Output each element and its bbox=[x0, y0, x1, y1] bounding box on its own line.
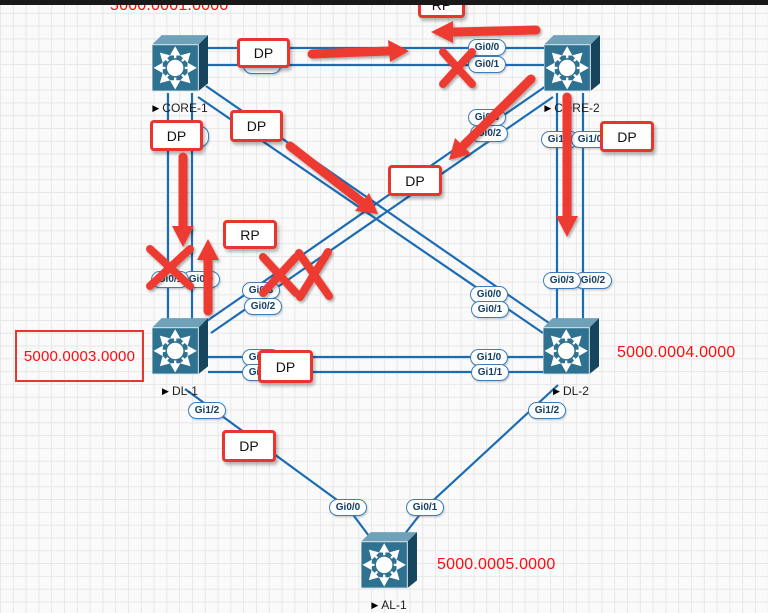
stp-label-rp[interactable]: RP bbox=[223, 220, 277, 249]
interface-label-dl2-gi01[interactable]: Gi0/1 bbox=[471, 301, 509, 318]
arrow-down-icon bbox=[172, 152, 194, 247]
node-label[interactable]: ▶AL-1 bbox=[371, 598, 407, 612]
interface-label-core2-gi00[interactable]: Gi0/0 bbox=[468, 39, 506, 56]
node-al-1[interactable]: ▶AL-1 bbox=[360, 532, 417, 612]
x-mark-icon bbox=[295, 248, 333, 301]
interface-label-al1-gi00[interactable]: Gi0/0 bbox=[329, 499, 367, 516]
play-marker-icon: ▶ bbox=[371, 599, 379, 610]
node-label[interactable]: ▶CORE-2 bbox=[544, 101, 600, 115]
arrow-right-icon bbox=[307, 40, 409, 62]
interface-label-dl1-gi12[interactable]: Gi1/2 bbox=[188, 402, 226, 419]
interface-label-dl2-gi03[interactable]: Gi0/3 bbox=[543, 272, 581, 289]
stp-label-dp[interactable]: DP bbox=[237, 38, 290, 68]
arrow-down-icon bbox=[556, 92, 578, 237]
node-dl-2[interactable]: ▶DL-2 bbox=[542, 318, 599, 398]
interface-label-core2-gi01[interactable]: Gi0/1 bbox=[468, 56, 506, 73]
mac-label-dl-1-box[interactable]: 5000.0003.0000 bbox=[15, 330, 144, 382]
interface-label-dl1-gi02[interactable]: Gi0/2 bbox=[244, 298, 282, 315]
play-marker-icon: ▶ bbox=[544, 102, 552, 113]
interface-label-core2-gi02[interactable]: Gi0/2 bbox=[470, 125, 508, 142]
play-marker-icon: ▶ bbox=[162, 385, 169, 396]
multilayer-switch-icon bbox=[543, 35, 600, 92]
top-edge-bar bbox=[0, 0, 768, 5]
multilayer-switch-icon bbox=[151, 35, 208, 92]
play-marker-icon: ▶ bbox=[152, 102, 160, 113]
node-core-1[interactable]: ▶CORE-1 bbox=[151, 35, 208, 115]
stp-label-dp[interactable]: DP bbox=[222, 430, 276, 462]
multilayer-switch-icon bbox=[151, 318, 208, 375]
interface-label-dl1-gi01[interactable]: Gi0/1 bbox=[151, 271, 189, 288]
stp-label-dp[interactable]: DP bbox=[600, 121, 654, 152]
x-mark-icon bbox=[439, 48, 476, 88]
interface-label-core2-gi03[interactable]: Gi0/3 bbox=[468, 109, 506, 126]
node-dl-1[interactable]: ▶DL-1 bbox=[151, 318, 208, 398]
node-label[interactable]: ▶DL-1 bbox=[162, 384, 198, 398]
node-label[interactable]: ▶DL-2 bbox=[553, 384, 589, 398]
node-core-2[interactable]: ▶CORE-2 bbox=[543, 35, 600, 115]
interface-label-dl2-gi12[interactable]: Gi1/2 bbox=[528, 402, 566, 419]
mac-label-dl-2[interactable]: 5000.0004.0000 bbox=[617, 344, 736, 361]
mac-label-dl-1: 5000.0003.0000 bbox=[23, 347, 136, 365]
node-label[interactable]: ▶CORE-1 bbox=[152, 101, 208, 115]
stp-label-dp[interactable]: DP bbox=[230, 110, 283, 142]
play-marker-icon: ▶ bbox=[553, 385, 560, 396]
arrow-down-right-icon bbox=[285, 141, 378, 214]
interface-label-dl1-gi03[interactable]: Gi0/3 bbox=[242, 282, 280, 299]
stp-label-dp[interactable]: DP bbox=[258, 350, 313, 383]
interface-label-dl2-gi11[interactable]: Gi1/1 bbox=[471, 364, 509, 381]
interface-label-al1-gi01[interactable]: Gi0/1 bbox=[406, 499, 444, 516]
multilayer-switch-icon bbox=[542, 318, 599, 375]
stp-label-dp[interactable]: DP bbox=[150, 120, 203, 151]
multilayer-switch-icon bbox=[360, 532, 417, 589]
mac-label-al-1[interactable]: 5000.0005.0000 bbox=[437, 556, 556, 573]
stp-label-dp[interactable]: DP bbox=[388, 165, 442, 196]
